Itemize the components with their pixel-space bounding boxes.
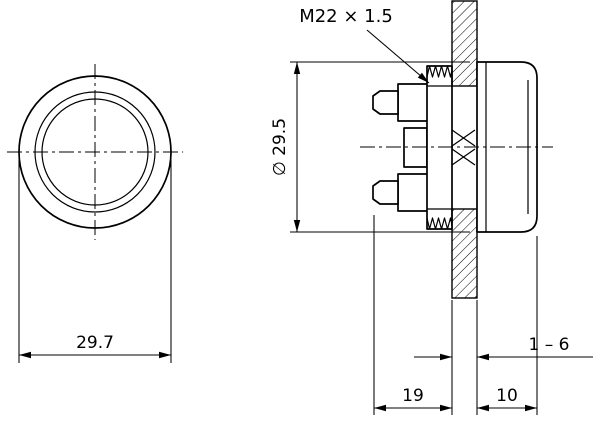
- arrowhead-right-icon: [440, 353, 452, 361]
- bezel-profile: [476, 61, 538, 233]
- dim-label-bezel-diameter: ∅ 29.5: [270, 118, 290, 176]
- dim-front-projection: 10: [476, 236, 538, 415]
- leader-line: [366, 29, 430, 84]
- thread-callout: M22 × 1.5: [299, 6, 430, 84]
- latch-housing: [397, 83, 429, 122]
- dim-label-mounting-depth: 19: [402, 386, 424, 406]
- hole-clip-detail: [451, 129, 476, 166]
- arrowhead-right-icon: [440, 404, 452, 412]
- dim-label-panel-thickness: 1 – 6: [529, 335, 570, 355]
- dim-label-front-diameter: 29.7: [76, 333, 114, 353]
- arrowhead-left-icon: [477, 404, 489, 412]
- panel-section-bottom: [451, 208, 478, 299]
- mounting-panel: [451, 0, 478, 299]
- dim-bezel-diameter: ∅ 29.5: [270, 61, 470, 233]
- dim-label-front-projection: 10: [496, 386, 518, 406]
- side-view: M22 × 1.5 ∅ 29.5 1 – 6: [270, 0, 593, 415]
- arrowhead-left-icon: [374, 404, 386, 412]
- clip-line: [451, 148, 476, 166]
- dim-front-diameter: 29.7: [18, 160, 172, 363]
- serration-bottom: [426, 217, 453, 230]
- fixing-latch-bottom: [372, 173, 429, 212]
- arrowhead-left-icon: [477, 353, 489, 361]
- arrowhead-up-icon: [293, 62, 301, 74]
- serration-top: [426, 65, 453, 78]
- clip-line: [451, 129, 476, 147]
- fixing-latch-top: [372, 83, 429, 122]
- latch-clip: [372, 180, 399, 205]
- arrowhead-down-icon: [293, 220, 301, 232]
- latch-clip: [372, 90, 399, 115]
- arrowhead-left-icon: [19, 351, 31, 359]
- latch-housing: [397, 173, 429, 212]
- panel-section-top: [451, 0, 478, 87]
- arrowhead-right-icon: [159, 351, 171, 359]
- front-view: 29.7: [7, 64, 183, 363]
- thread-size-label: M22 × 1.5: [299, 6, 393, 27]
- dim-mounting-depth: 19: [373, 215, 453, 415]
- dim-panel-thickness: 1 – 6: [414, 335, 593, 361]
- arrowhead-right-icon: [525, 404, 537, 412]
- leader-arrowhead-icon: [417, 72, 429, 83]
